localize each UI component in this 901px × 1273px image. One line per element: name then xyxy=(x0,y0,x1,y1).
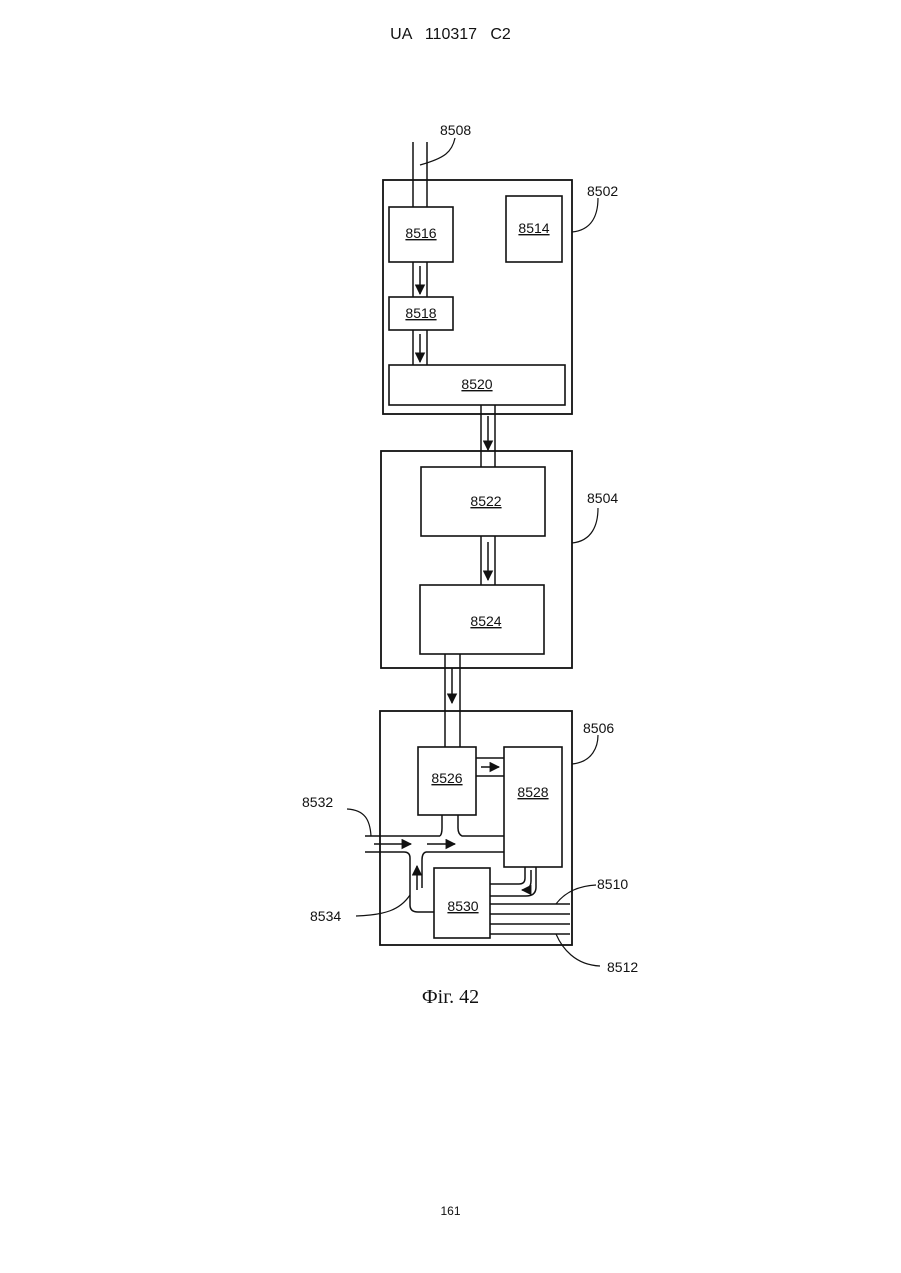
block-8524: 8524 xyxy=(420,585,544,654)
connector-8528-8530 xyxy=(490,867,536,896)
figure-caption: Фіг. 42 xyxy=(0,986,901,1009)
ref-8506: 8506 xyxy=(583,720,614,736)
leader-8508 xyxy=(420,138,455,165)
ref-8508: 8508 xyxy=(440,122,471,138)
block-8530: 8530 xyxy=(434,868,490,938)
block-8514-label: 8514 xyxy=(518,220,549,236)
block-8520-label: 8520 xyxy=(461,376,492,392)
connector-8516-8518 xyxy=(413,262,427,297)
block-8518-label: 8518 xyxy=(405,305,436,321)
ref-8532: 8532 xyxy=(302,794,333,810)
block-8526: 8526 xyxy=(418,747,476,815)
ref-8504: 8504 xyxy=(587,490,618,506)
block-8528: 8528 xyxy=(504,747,562,867)
block-8516: 8516 xyxy=(389,207,453,262)
ref-8510: 8510 xyxy=(597,876,628,892)
leader-8504 xyxy=(572,508,598,543)
leader-8532 xyxy=(347,809,371,836)
block-8522: 8522 xyxy=(421,467,545,536)
leader-8512 xyxy=(556,934,600,966)
block-8518: 8518 xyxy=(389,297,453,330)
block-8514: 8514 xyxy=(506,196,562,262)
ref-8512: 8512 xyxy=(607,959,638,975)
input-line-8508 xyxy=(413,142,427,207)
leader-8510 xyxy=(556,885,596,904)
ref-8534: 8534 xyxy=(310,908,341,924)
block-8516-label: 8516 xyxy=(405,225,436,241)
block-8520: 8520 xyxy=(389,365,565,405)
block-8522-label: 8522 xyxy=(470,493,501,509)
ref-8502: 8502 xyxy=(587,183,618,199)
leader-8534 xyxy=(356,895,410,916)
output-lines-8510-8512 xyxy=(490,904,570,934)
block-8526-label: 8526 xyxy=(431,770,462,786)
connector-8518-8520 xyxy=(413,330,427,365)
leader-8502 xyxy=(572,198,598,232)
connector-8522-8524 xyxy=(481,536,495,585)
block-8530-label: 8530 xyxy=(447,898,478,914)
leader-8506 xyxy=(572,735,598,764)
page-number: 161 xyxy=(0,1204,901,1218)
connector-8526-8528 xyxy=(476,758,504,776)
block-8524-label: 8524 xyxy=(470,613,501,629)
block-8528-label: 8528 xyxy=(517,784,548,800)
